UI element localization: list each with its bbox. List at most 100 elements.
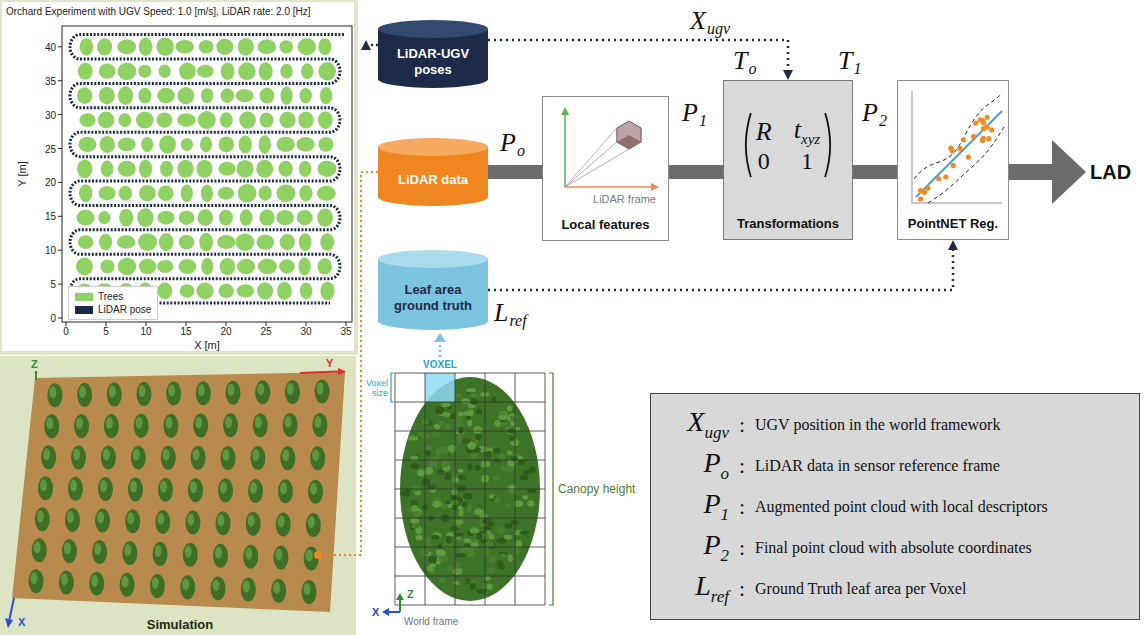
tree-crown — [78, 63, 93, 80]
legend-swatch — [75, 306, 93, 314]
ray-line — [565, 149, 629, 187]
tree-crown — [297, 210, 313, 225]
tree-crown — [141, 137, 153, 152]
tree-crown — [197, 283, 214, 300]
leaf — [441, 402, 451, 407]
feature-hexagon — [617, 121, 641, 149]
leaf — [425, 445, 433, 451]
data-store-cylinder: LiDAR data — [378, 138, 488, 206]
math-symbol: L — [494, 300, 508, 326]
tree-highlight — [312, 449, 319, 461]
leaf — [455, 562, 461, 568]
lidar-route — [70, 35, 344, 303]
tree-model — [59, 570, 74, 594]
data-point — [922, 190, 927, 195]
tree-crown — [118, 161, 136, 177]
image-caption: Simulation — [147, 617, 213, 632]
leaf — [470, 528, 480, 533]
dimension-bracket — [549, 373, 553, 605]
tree-highlight — [218, 514, 225, 526]
tree-crown — [217, 235, 235, 249]
leaf — [456, 393, 463, 397]
confidence-band — [928, 127, 1004, 203]
tree-crown — [220, 112, 233, 127]
tree-highlight — [182, 578, 189, 590]
tree-crown — [279, 259, 295, 273]
tree-highlight — [163, 449, 170, 461]
math-subscript: 1 — [699, 113, 707, 129]
tree-crown — [259, 62, 273, 80]
math-subscript: o — [517, 143, 525, 159]
leaf — [408, 436, 418, 441]
tick-label: 15 — [180, 326, 191, 337]
tree-highlight — [250, 482, 257, 494]
tick-label: 30 — [300, 326, 311, 337]
tick-mark — [58, 114, 62, 115]
data-point — [973, 121, 978, 126]
tree-model — [62, 539, 77, 563]
leaf — [457, 486, 467, 492]
data-flow-bar — [669, 165, 723, 179]
tree-model — [306, 513, 321, 537]
tree-crown — [179, 63, 196, 80]
tree-highlight — [225, 416, 232, 428]
leaf — [459, 475, 466, 480]
leaf — [465, 578, 470, 584]
tree-model — [185, 511, 200, 535]
leaf — [411, 523, 420, 528]
tree-crown — [118, 258, 137, 275]
tree-highlight — [106, 417, 113, 429]
leaf — [438, 420, 444, 425]
data-store-cylinder: Leaf area ground truth — [378, 250, 488, 330]
tree-highlight — [317, 383, 324, 395]
tree-crown — [138, 65, 151, 78]
tree-crown — [77, 87, 92, 104]
axis-arrow — [35, 371, 37, 380]
tree-highlight — [198, 384, 205, 396]
axis-label: X [m] — [194, 339, 220, 351]
math-symbol: T — [838, 48, 852, 74]
tree-model — [71, 445, 86, 469]
leaf — [475, 433, 482, 440]
cylinder-shape — [378, 138, 488, 206]
tree-crown — [317, 161, 336, 177]
ray-line — [565, 128, 617, 187]
tree-highlight — [306, 550, 313, 562]
tick-mark — [226, 322, 227, 326]
tree-crown — [159, 135, 176, 154]
symbol-cell: Xugv — [687, 406, 729, 443]
math-symbol: T — [733, 48, 747, 74]
tree-crown — [218, 187, 234, 200]
tick-mark — [58, 250, 62, 251]
leaf — [431, 457, 439, 462]
tree-highlight — [73, 448, 80, 460]
tree-model — [32, 538, 47, 562]
data-point — [918, 196, 923, 201]
tree-crown — [157, 260, 173, 273]
tree-model — [47, 383, 62, 407]
tree-highlight — [257, 383, 264, 395]
tick-mark — [106, 322, 107, 326]
leaf — [431, 431, 441, 438]
tree-crown — [118, 62, 137, 80]
tick-mark — [346, 322, 347, 326]
tree-crown — [277, 282, 292, 300]
tree-crown — [200, 136, 212, 152]
tree-crown — [238, 62, 256, 80]
tree-crown — [219, 210, 233, 226]
tree-highlight — [76, 417, 83, 429]
leaf — [439, 555, 448, 562]
leaf — [523, 470, 529, 475]
data-point — [936, 176, 941, 181]
tree-crown — [238, 38, 254, 56]
leaf — [461, 398, 470, 404]
tree-highlight — [213, 579, 220, 591]
math-symbol: X — [690, 8, 706, 34]
process-box: Rtxyz01Transformations — [723, 80, 853, 240]
tree-crown — [219, 136, 235, 152]
math-symbol: P — [500, 130, 516, 156]
tree-model — [128, 477, 143, 501]
axis-arrowhead — [561, 107, 569, 115]
leaf — [428, 556, 437, 563]
matrix-entry: R — [756, 117, 772, 147]
